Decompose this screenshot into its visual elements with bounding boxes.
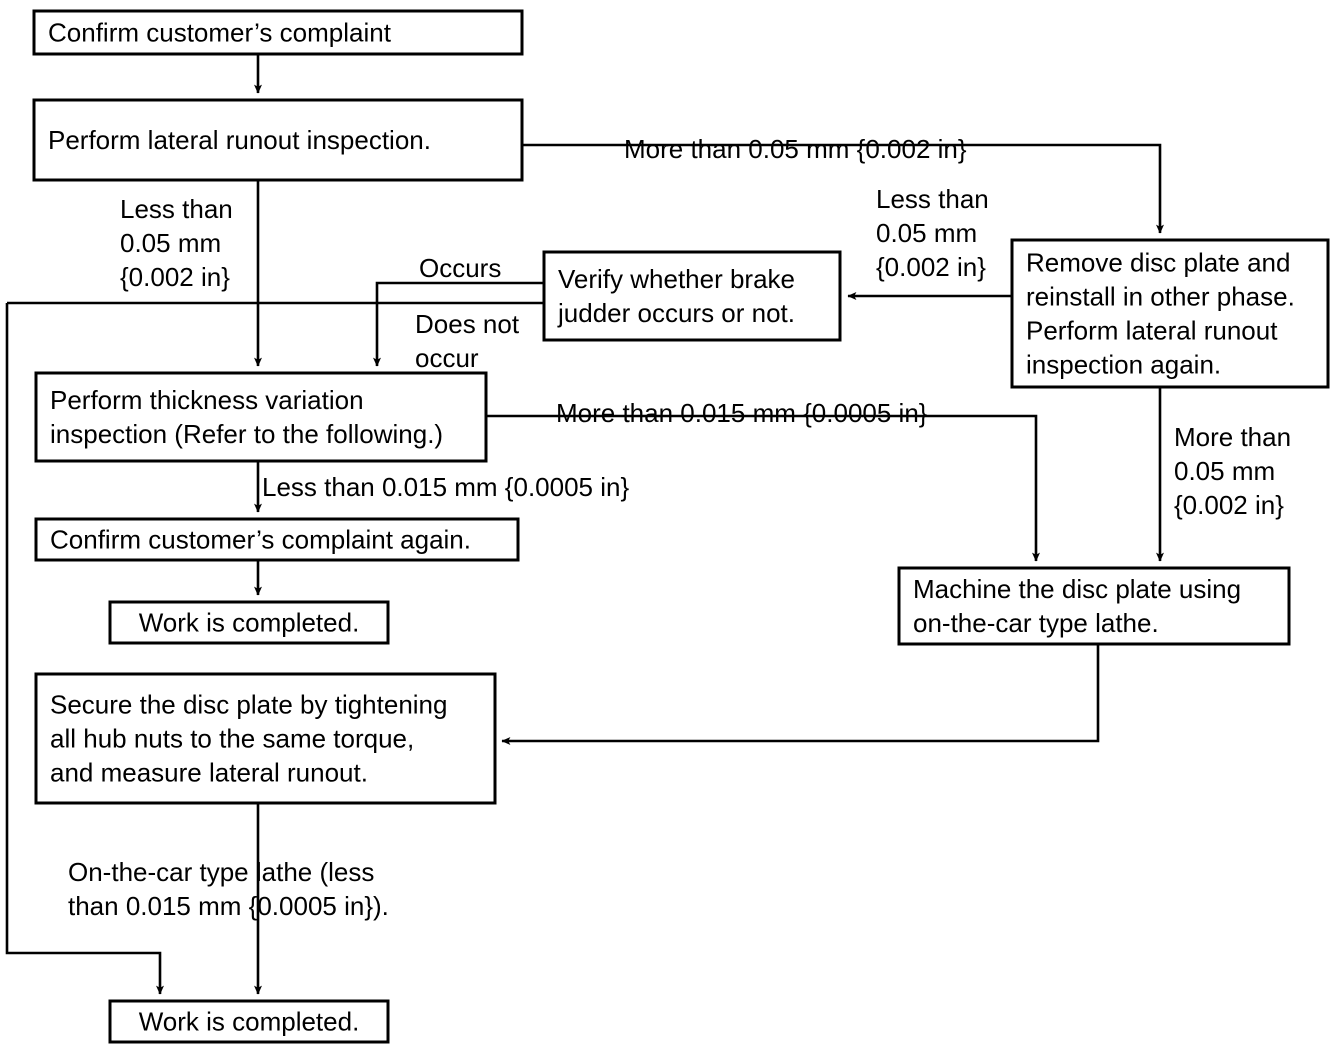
node-label-secure-disc-plate: and measure lateral runout.	[50, 758, 368, 788]
edge-label-text-does-not-occur: occur	[415, 343, 479, 373]
node-label-verify-brake-judder: judder occurs or not.	[557, 298, 795, 328]
edge-label-text-less-than-005-left: 0.05 mm	[120, 228, 221, 258]
node-label-confirm-complaint-again: Confirm customer’s complaint again.	[50, 525, 471, 555]
edge-label-text-more-than-005-top: More than 0.05 mm {0.002 in}	[624, 134, 967, 164]
edge-label-text-more-than-005-right-lower: {0.002 in}	[1174, 490, 1284, 520]
edge-label-does-not-occur: Does not occur	[415, 309, 520, 373]
node-label-verify-brake-judder: Verify whether brake	[558, 264, 795, 294]
edge-label-text-does-not-occur: Does not	[415, 309, 520, 339]
node-box-work-completed-upper	[108, 600, 390, 645]
node-label-remove-disc-plate: Perform lateral runout	[1026, 316, 1278, 346]
edge-label-text-less-than-005-right: Less than	[876, 184, 989, 214]
connector-left-rail-down	[5, 303, 164, 995]
edge-label-text-less-than-005-left: Less than	[120, 194, 233, 224]
node-label-machine-disc-plate: on-the-car type lathe.	[913, 608, 1159, 638]
node-label-remove-disc-plate: Remove disc plate and	[1026, 248, 1290, 278]
node-work-completed-lower[interactable]: Work is completed.	[108, 999, 390, 1044]
edge-label-more-than-0015: More than 0.015 mm {0.0005 in}	[556, 398, 928, 428]
connector-thickness-to-machine	[486, 414, 1040, 562]
node-label-secure-disc-plate: all hub nuts to the same torque,	[50, 724, 414, 754]
edge-label-text-less-than-0015: Less than 0.015 mm {0.0005 in}	[262, 472, 629, 502]
edge-labels-layer: Less than 0.05 mm {0.002 in} More than 0.05…	[68, 134, 1291, 921]
edge-label-text-occurs: Occurs	[419, 253, 501, 283]
node-remove-disc-plate[interactable]: Remove disc plate and reinstall in other …	[1010, 238, 1330, 389]
node-label-work-completed-upper: Work is completed.	[139, 608, 360, 638]
node-box-machine-disc-plate	[897, 566, 1291, 646]
edge-label-text-more-than-0015: More than 0.015 mm {0.0005 in}	[556, 398, 928, 428]
edge-label-text-on-the-car-lathe: On-the-car type lathe (less	[68, 857, 374, 887]
edge-label-less-than-005-left: Less than 0.05 mm {0.002 in}	[120, 194, 233, 292]
node-box-verify-brake-judder	[542, 250, 842, 342]
node-label-secure-disc-plate: Secure the disc plate by tightening	[50, 690, 447, 720]
connector-lateral-to-remove	[522, 143, 1164, 234]
node-label-lateral-runout-inspection: Perform lateral runout inspection.	[48, 125, 431, 155]
edge-label-text-on-the-car-lathe: than 0.015 mm {0.0005 in}).	[68, 891, 389, 921]
edge-label-on-the-car-lathe: On-the-car type lathe (less than 0.015 mm…	[68, 857, 389, 921]
edge-label-text-more-than-005-right-lower: 0.05 mm	[1174, 456, 1275, 486]
node-box-lateral-runout-inspection	[32, 98, 524, 182]
edge-label-text-more-than-005-right-lower: More than	[1174, 422, 1291, 452]
edge-label-occurs: Occurs	[419, 253, 501, 283]
node-label-confirm-complaint: Confirm customer’s complaint	[48, 18, 392, 48]
node-label-remove-disc-plate: inspection again.	[1026, 350, 1221, 380]
node-verify-brake-judder[interactable]: Verify whether brake judder occurs or not…	[542, 250, 842, 342]
node-label-thickness-variation-inspection: inspection (Refer to the following.)	[50, 419, 443, 449]
connector-machine-to-secure	[501, 644, 1100, 745]
node-label-work-completed-lower: Work is completed.	[139, 1007, 360, 1037]
node-label-thickness-variation-inspection: Perform thickness variation	[50, 385, 364, 415]
connectors-layer	[5, 54, 1164, 995]
edge-label-text-less-than-005-right: 0.05 mm	[876, 218, 977, 248]
edge-label-more-than-005-top: More than 0.05 mm {0.002 in}	[624, 134, 967, 164]
connector-verify-occurs-to-thickness	[373, 281, 544, 367]
node-machine-disc-plate[interactable]: Machine the disc plate using on-the-car t…	[897, 566, 1291, 646]
edge-label-more-than-005-right-lower: More than 0.05 mm {0.002 in}	[1174, 422, 1291, 520]
node-secure-disc-plate[interactable]: Secure the disc plate by tightening all h…	[34, 672, 497, 805]
node-thickness-variation-inspection[interactable]: Perform thickness variation inspection (R…	[34, 371, 488, 463]
node-label-remove-disc-plate: reinstall in other phase.	[1026, 282, 1295, 312]
node-box-confirm-complaint-again	[34, 517, 520, 562]
node-confirm-complaint[interactable]: Confirm customer’s complaint	[32, 9, 524, 56]
node-label-machine-disc-plate: Machine the disc plate using	[913, 574, 1241, 604]
node-box-remove-disc-plate	[1010, 238, 1330, 389]
node-work-completed-upper[interactable]: Work is completed.	[108, 600, 390, 645]
node-confirm-complaint-again[interactable]: Confirm customer’s complaint again.	[34, 517, 520, 562]
edge-label-text-less-than-005-left: {0.002 in}	[120, 262, 230, 292]
edge-label-text-less-than-005-right: {0.002 in}	[876, 252, 986, 282]
node-box-work-completed-lower	[108, 999, 390, 1044]
edge-label-less-than-0015: Less than 0.015 mm {0.0005 in}	[262, 472, 629, 502]
node-box-secure-disc-plate	[34, 672, 497, 805]
node-lateral-runout-inspection[interactable]: Perform lateral runout inspection.	[32, 98, 524, 182]
edge-label-less-than-005-right: Less than 0.05 mm {0.002 in}	[876, 184, 989, 282]
node-box-confirm-complaint	[32, 9, 524, 56]
node-box-thickness-variation-inspection	[34, 371, 488, 463]
